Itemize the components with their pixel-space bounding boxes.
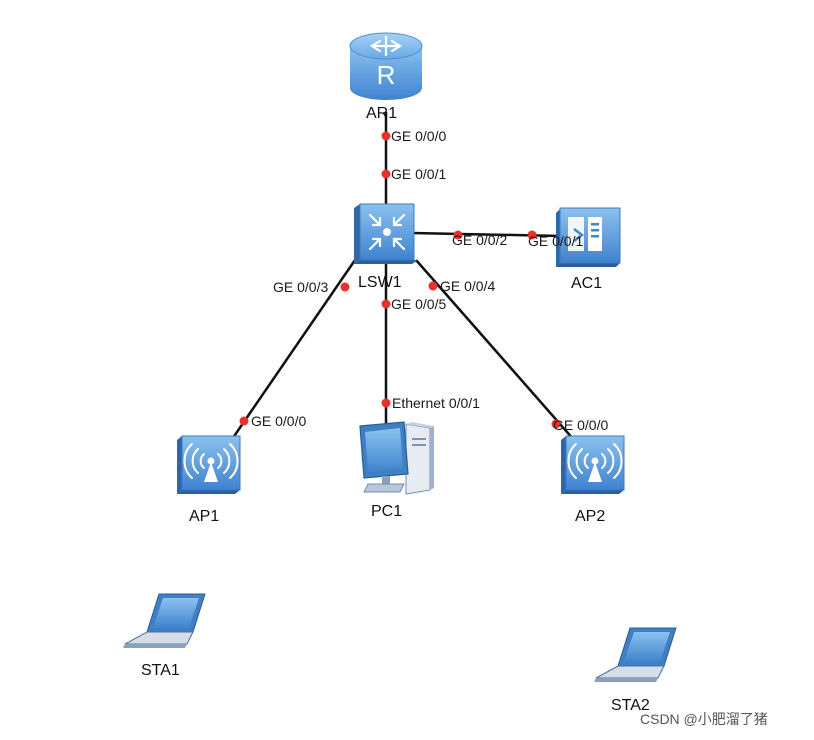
port-label-lsw1-ge004: GE 0/0/4: [440, 278, 496, 294]
router-icon[interactable]: R: [349, 32, 423, 100]
port-dot-pc1-eth001: [381, 398, 391, 408]
device-label-ac1: AC1: [571, 275, 603, 292]
access-point-icon-ap2[interactable]: [561, 435, 625, 494]
link-lsw1-ac1: [411, 231, 563, 238]
device-label-ap2: AP2: [575, 508, 606, 525]
watermark: CSDN @小肥溜了猪: [640, 711, 768, 727]
port-dot-ac1-ge001: [527, 230, 537, 240]
svg-text:R: R: [377, 60, 396, 90]
device-label-ap1: AP1: [189, 508, 220, 525]
port-label-ac1-ge001: GE 0/0/1: [528, 233, 584, 249]
pc-icon[interactable]: [359, 421, 434, 495]
port-label-ap1-ge000: GE 0/0/0: [251, 413, 307, 429]
port-label-lsw1-ge001: GE 0/0/1: [391, 166, 447, 182]
device-label-ar1: AR1: [366, 105, 398, 122]
port-dot-lsw1-ge004: [428, 281, 438, 291]
port-dot-lsw1-ge001: [381, 169, 391, 179]
port-label-lsw1-ge003: GE 0/0/3: [273, 279, 329, 295]
laptop-icon-sta2[interactable]: [594, 627, 677, 682]
port-dot-lsw1-ge002: [453, 230, 463, 240]
link-lsw1-ap1: [224, 259, 357, 449]
controller-icon[interactable]: [556, 207, 621, 267]
port-dots: [239, 131, 561, 429]
port-label-pc1-eth001: Ethernet 0/0/1: [392, 395, 480, 411]
device-label-lsw1: LSW1: [358, 274, 402, 291]
device-label-sta2: STA2: [611, 697, 650, 714]
switch-icon[interactable]: [354, 203, 418, 264]
device-label-sta1: STA1: [141, 662, 180, 679]
link-lsw1-ap2: [415, 259, 575, 441]
port-label-lsw1-ge005: GE 0/0/5: [391, 296, 447, 312]
port-dot-ap2-ge000: [551, 419, 561, 429]
port-dot-lsw1-ge005: [381, 299, 391, 309]
laptop-icon-sta1[interactable]: [123, 593, 206, 648]
port-label-ap2-ge000: GE 0/0/0: [553, 417, 609, 433]
access-point-icon-ap1[interactable]: [177, 435, 241, 494]
port-dot-lsw1-ge003: [340, 282, 350, 292]
device-label-pc1: PC1: [371, 503, 403, 520]
port-dot-ar1-ge000: [381, 131, 391, 141]
port-label-ar1-ge000: GE 0/0/0: [391, 128, 447, 144]
port-label-lsw1-ge002: GE 0/0/2: [452, 232, 508, 248]
port-dot-ap1-ge000: [239, 416, 249, 426]
